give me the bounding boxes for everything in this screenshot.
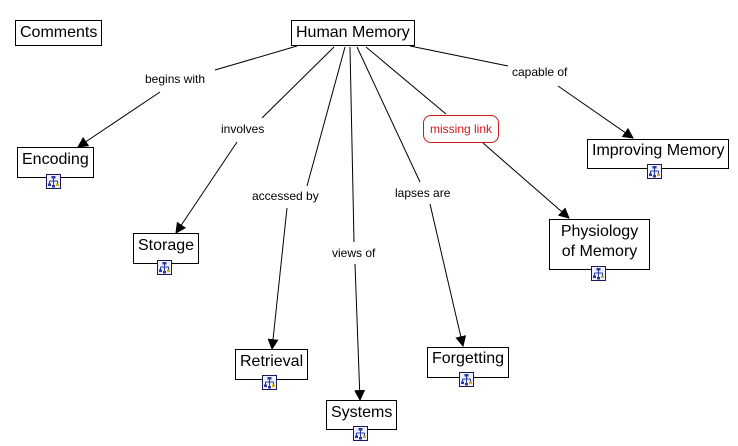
link-line-begins-with-lower: [77, 91, 161, 148]
submap-hierarchy-icon[interactable]: [353, 426, 368, 441]
submap-hierarchy-icon[interactable]: [46, 174, 61, 189]
link-line-views-of-upper: [349, 46, 355, 243]
concept-systems[interactable]: Systems: [326, 400, 398, 430]
link-label-missing-link[interactable]: missing link: [423, 115, 500, 143]
concept-physiology-of-memory[interactable]: Physiology of Memory: [549, 219, 650, 270]
link-label-begins-with[interactable]: begins with: [142, 71, 209, 87]
concept-label: Storage: [138, 237, 195, 254]
comments-node[interactable]: Comments: [15, 20, 103, 46]
link-line-accessed-by-lower: [267, 207, 288, 351]
link-line-lapses-are-lower: [429, 203, 467, 348]
link-line-views-of-lower: [354, 263, 366, 402]
concept-label: Encoding: [22, 151, 89, 168]
link-label-views-of[interactable]: views of: [329, 245, 379, 261]
link-line-capable-of-upper: [409, 45, 509, 67]
concept-label: Retrieval: [240, 353, 304, 370]
root-concept-human-memory[interactable]: Human Memory: [291, 20, 415, 46]
link-line-accessed-by-upper: [306, 46, 346, 187]
submap-hierarchy-icon[interactable]: [459, 372, 474, 387]
concept-label: Physiology of Memory: [560, 223, 639, 260]
link-line-capable-of-lower: [557, 85, 634, 139]
link-line-missing-link-upper: [365, 46, 447, 115]
link-label-involves[interactable]: involves: [218, 121, 268, 137]
link-label-accessed-by[interactable]: accessed by: [249, 188, 322, 204]
link-line-begins-with-upper: [214, 45, 298, 71]
submap-hierarchy-icon[interactable]: [262, 375, 277, 390]
link-line-missing-link-lower: [482, 142, 570, 219]
concept-storage[interactable]: Storage: [133, 233, 200, 264]
submap-hierarchy-icon[interactable]: [157, 260, 172, 275]
link-line-lapses-are-upper: [356, 46, 421, 183]
concept-encoding[interactable]: Encoding: [17, 147, 94, 178]
concept-label: Improving Memory: [592, 142, 725, 159]
link-line-involves-lower: [175, 141, 238, 234]
submap-hierarchy-icon[interactable]: [647, 164, 662, 179]
concept-label: Systems: [331, 404, 393, 421]
link-line-involves-upper: [261, 46, 335, 119]
link-label-lapses-are[interactable]: lapses are: [392, 185, 454, 201]
submap-hierarchy-icon[interactable]: [591, 266, 606, 281]
link-label-capable-of[interactable]: capable of: [509, 64, 571, 80]
concept-label: Forgetting: [432, 350, 505, 367]
concept-retrieval[interactable]: Retrieval: [235, 349, 309, 380]
